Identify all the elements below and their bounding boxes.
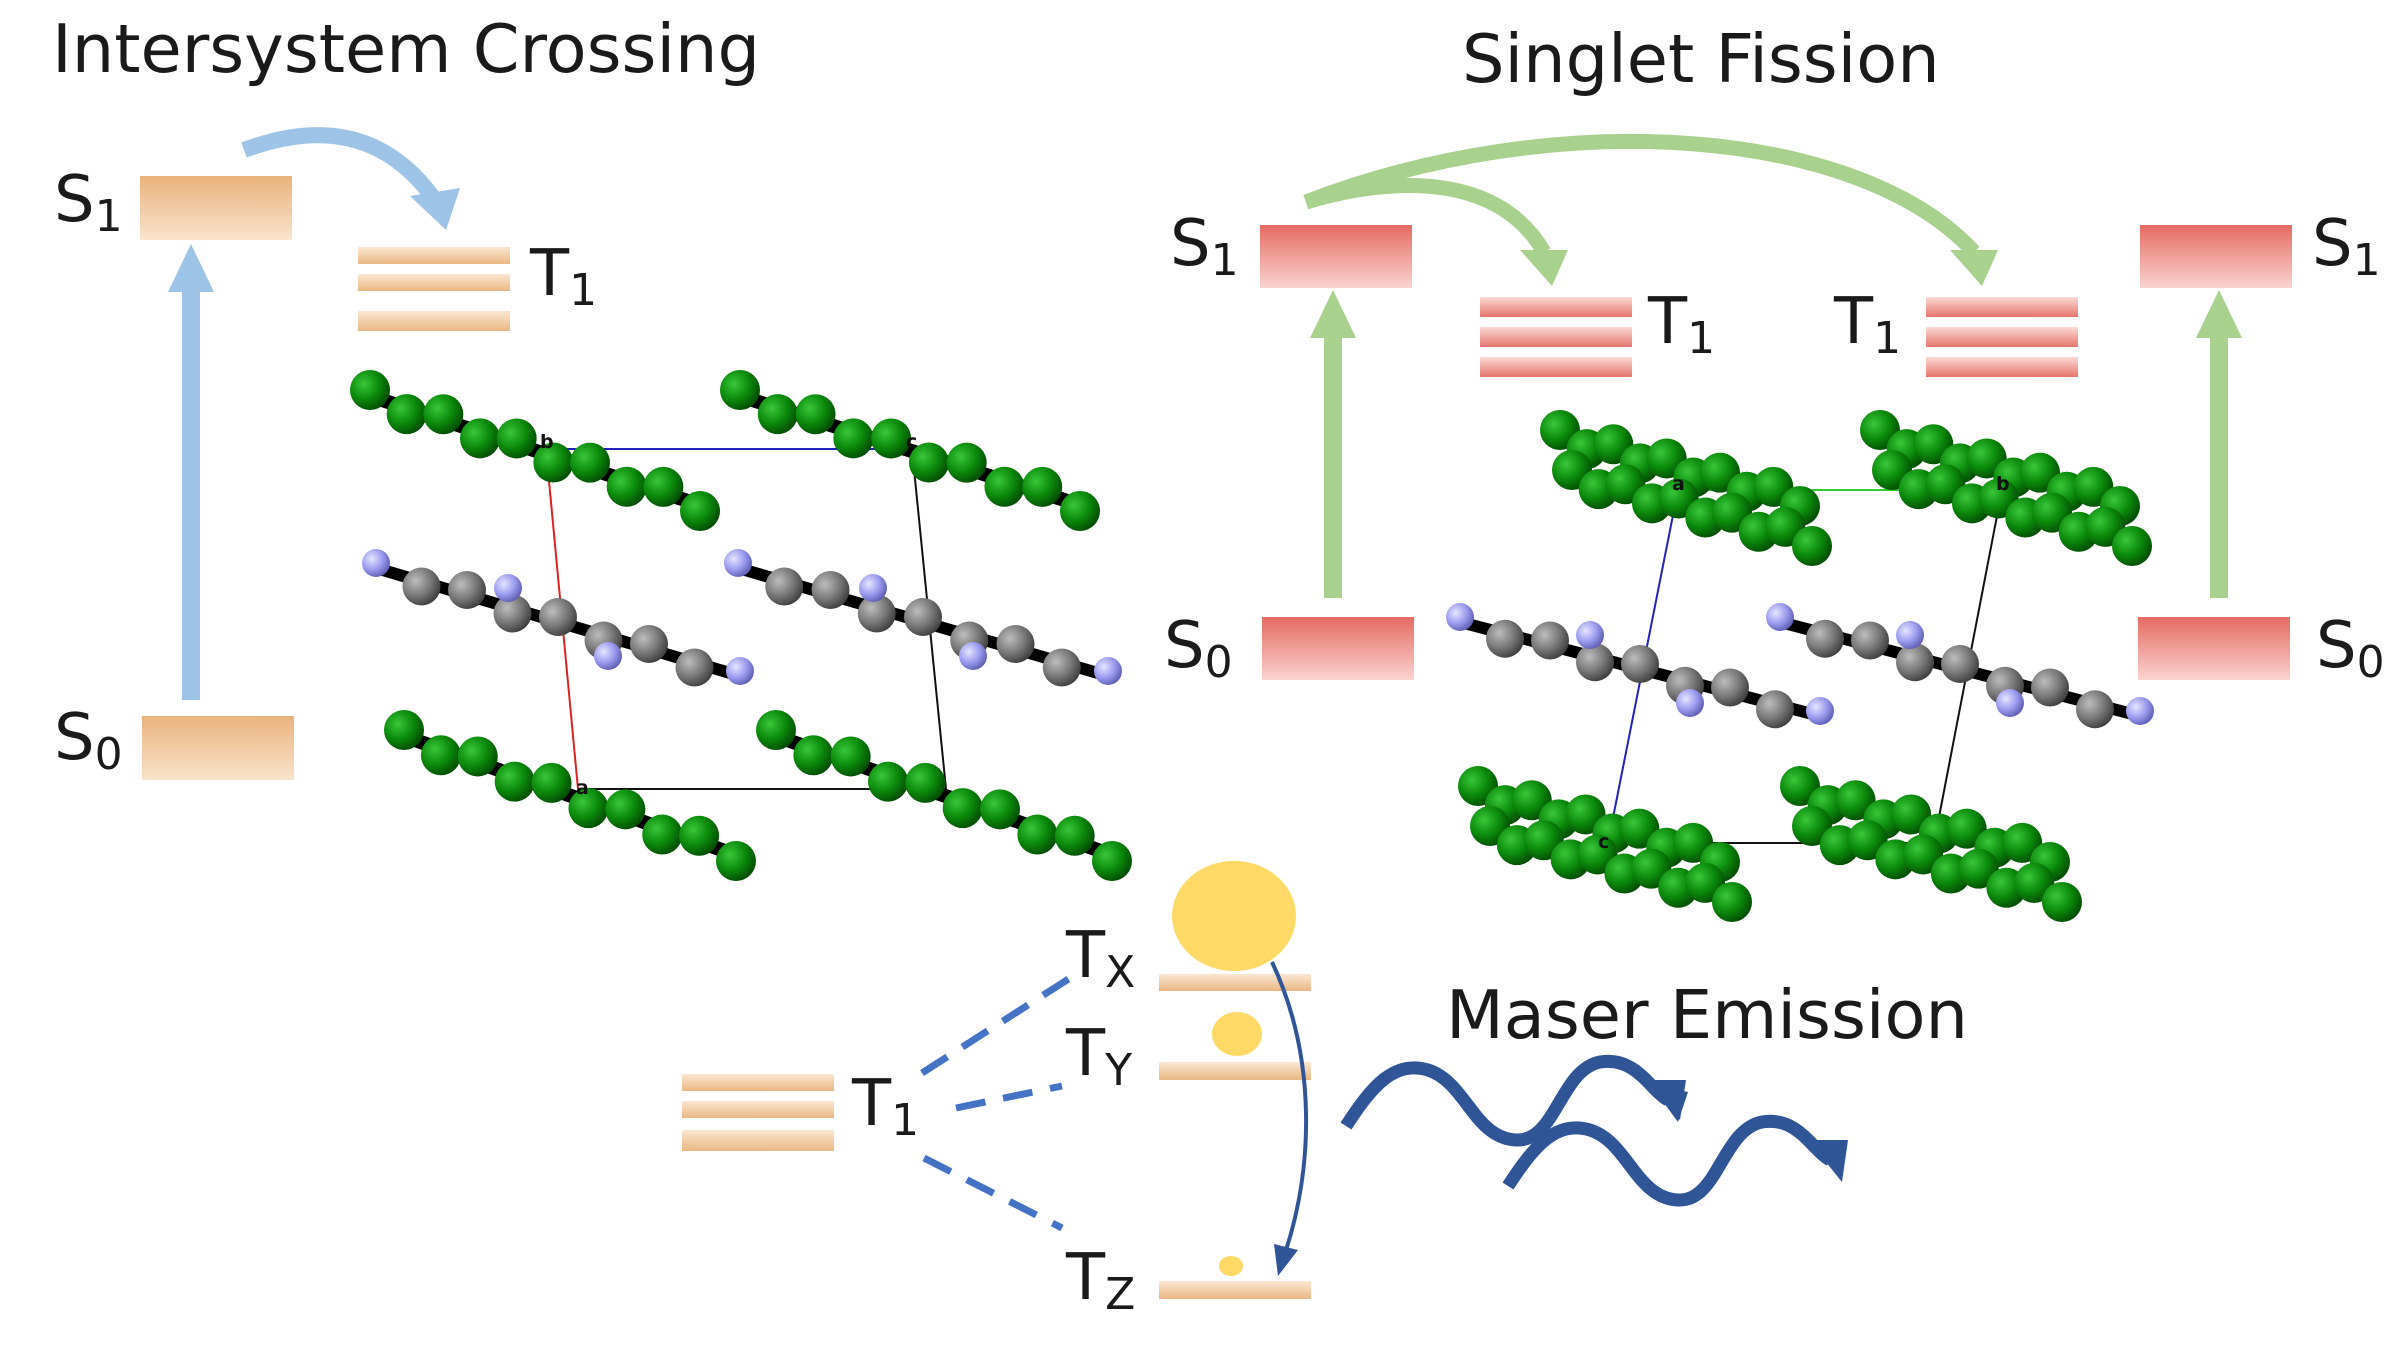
sf-excitation-arrow-left bbox=[1310, 290, 1356, 598]
cell-label-b-sf: b bbox=[1996, 473, 2010, 495]
isc-s1-level bbox=[140, 176, 292, 240]
cell-labels: b c a a b c bbox=[540, 431, 2010, 853]
label-tz: TZ bbox=[1066, 1241, 1136, 1320]
label-isc-s1: S1 bbox=[54, 163, 123, 242]
isc-energy-levels bbox=[140, 176, 510, 780]
donor-molecule bbox=[1792, 806, 2082, 922]
crystal-structure-sf bbox=[1446, 410, 2154, 922]
donor-molecule bbox=[1552, 450, 1832, 566]
title-singlet-fission: Singlet Fission bbox=[1462, 20, 1940, 98]
donor-molecule bbox=[720, 370, 1100, 531]
donor-molecule bbox=[756, 710, 1132, 881]
label-tx: TX bbox=[1066, 919, 1136, 998]
population-tz bbox=[1219, 1256, 1243, 1276]
sf-s1-level-left bbox=[1260, 225, 1412, 288]
maser-wave-2 bbox=[1502, 1114, 1848, 1207]
sublevel-tx bbox=[1159, 974, 1311, 991]
label-isc-t1: T1 bbox=[530, 237, 598, 316]
sublevel-ty bbox=[1159, 1062, 1311, 1080]
sf-s1-level-right bbox=[2140, 225, 2292, 288]
label-ty: TY bbox=[1066, 1017, 1132, 1096]
sf-energy-levels bbox=[1260, 225, 2292, 680]
title-intersystem-crossing: Intersystem Crossing bbox=[52, 10, 761, 88]
zero-field-splitting-lines bbox=[920, 975, 1072, 1232]
sf-fission-arrow-long bbox=[1303, 133, 1998, 286]
title-maser-emission: Maser Emission bbox=[1446, 976, 1968, 1054]
cell-label-b-isc: b bbox=[540, 431, 554, 453]
sf-s0-level-right bbox=[2138, 617, 2290, 680]
sublevel-tz bbox=[1159, 1281, 1311, 1299]
maser-wave-1 bbox=[1340, 1054, 1688, 1147]
donor-molecule bbox=[1458, 766, 1740, 882]
acceptor-molecule bbox=[724, 549, 1122, 687]
donor-molecule bbox=[350, 370, 720, 531]
crystal-structure-isc bbox=[350, 370, 1132, 881]
sf-s0-level-left bbox=[1262, 617, 1414, 680]
label-sf-t1-right: T1 bbox=[1834, 285, 1902, 364]
label-sf-s1-right: S1 bbox=[2312, 207, 2381, 286]
label-isc-s0: S0 bbox=[54, 701, 123, 780]
stimulated-transition-arrow bbox=[1270, 961, 1309, 1276]
acceptor-molecule bbox=[362, 549, 754, 687]
isc-crossing-arrow bbox=[241, 127, 460, 230]
donor-molecule bbox=[1780, 766, 2070, 882]
label-sf-s1-left: S1 bbox=[1170, 207, 1239, 286]
population-ty bbox=[1212, 1012, 1262, 1056]
donor-molecule bbox=[384, 710, 756, 881]
donor-molecule bbox=[1470, 806, 1752, 922]
acceptor-molecule bbox=[1766, 603, 2154, 729]
acceptor-molecule bbox=[1446, 603, 1834, 729]
maser-t1-level bbox=[682, 1074, 834, 1151]
sf-t1-level-right bbox=[1926, 297, 2078, 377]
label-sf-s0-left: S0 bbox=[1164, 609, 1233, 688]
isc-t1-level bbox=[358, 247, 510, 331]
sf-excitation-arrow-right bbox=[2196, 290, 2242, 598]
cell-label-c-isc: c bbox=[906, 431, 917, 453]
label-sf-s0-right: S0 bbox=[2316, 609, 2385, 688]
cell-label-a-isc: a bbox=[576, 777, 589, 799]
label-maser-t1: T1 bbox=[852, 1067, 920, 1146]
donor-molecule bbox=[1872, 450, 2152, 566]
cell-label-c-sf: c bbox=[1598, 831, 1609, 853]
isc-s0-level bbox=[142, 716, 294, 780]
population-tx bbox=[1172, 861, 1296, 971]
cell-label-a-sf: a bbox=[1672, 473, 1685, 495]
isc-excitation-arrow bbox=[168, 244, 214, 700]
sf-t1-level-left bbox=[1480, 297, 1632, 377]
label-sf-t1-left: T1 bbox=[1648, 285, 1716, 364]
